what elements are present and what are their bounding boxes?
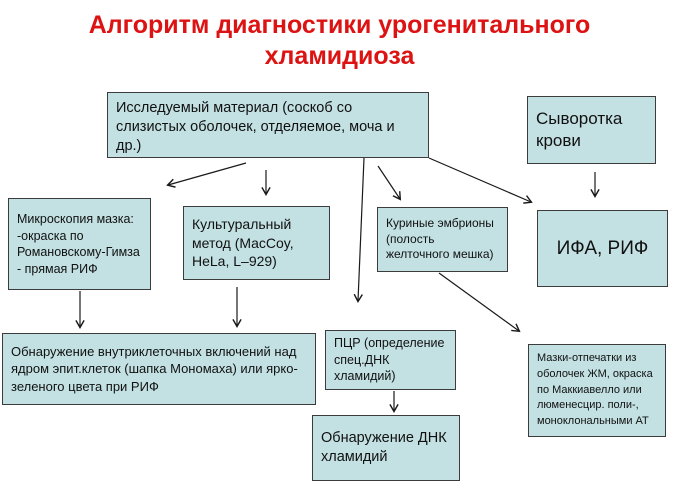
node-culture-method: Культуральный метод (MacCoy, HeLa, L–929… <box>183 206 330 280</box>
edge-material-microscopy <box>166 162 247 188</box>
node-blood-serum: Сыворотка крови <box>527 96 656 164</box>
node-intracellular-inclusions: Обнаружение внутриклеточных включений на… <box>2 333 316 405</box>
node-chicken-embryos: Куриные эмбрионы (полость желточного меш… <box>377 207 508 272</box>
edge-embryos-smears <box>438 272 521 333</box>
slide-title: Алгоритм диагностики урогенитального хла… <box>88 11 591 70</box>
node-dna-detection: Обнаружение ДНК хламидий <box>312 415 460 481</box>
node-imprint-smears: Мазки-отпечатки из оболочек ЖМ, окраска … <box>528 344 666 437</box>
edge-material-pcr <box>353 157 365 303</box>
node-smear-microscopy: Микроскопия мазка: -окраска по Романовск… <box>8 198 151 290</box>
node-pcr: ПЦР (определение спец.ДНК хламидий) <box>325 330 456 390</box>
node-source-material: Исследуемый материал (соскоб со слизисты… <box>107 92 429 158</box>
edge-material-ifa <box>428 157 533 204</box>
edge-material-embryos <box>377 165 402 201</box>
node-ifa-rif: ИФА, РИФ <box>537 210 668 287</box>
